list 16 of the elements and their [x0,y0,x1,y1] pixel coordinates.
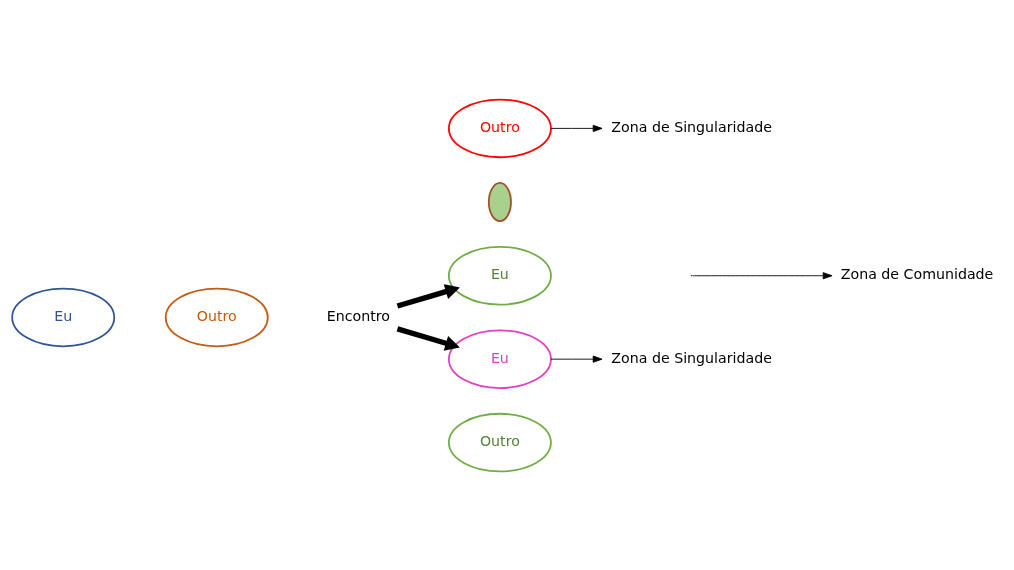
node-text: Zona de Comunidade [840,265,994,282]
node-ellipse: Outro [447,98,552,158]
arrow [692,271,833,279]
node-ellipse [487,181,512,222]
arrow [550,355,603,363]
node-text: Zona de Singularidade [611,118,772,135]
arrow [550,124,603,132]
node-text: Zona de Singularidade [611,349,772,366]
node-ellipse: Outro [447,412,552,472]
node-ellipse: Eu [447,328,552,389]
node-ellipse: Eu [11,287,116,347]
node-ellipse: Outro [164,287,269,347]
node-ellipse: Eu [447,245,552,305]
arrow [396,325,460,351]
node-text: Encontro [326,307,390,324]
arrow [396,283,460,309]
